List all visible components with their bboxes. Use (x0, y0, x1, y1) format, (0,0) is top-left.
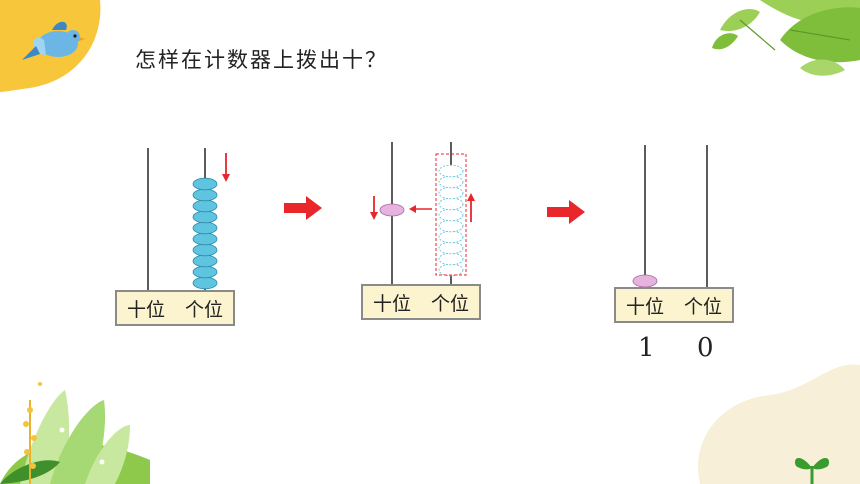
step-arrow (547, 200, 585, 224)
sprout-icon (794, 457, 830, 484)
plants-bottom-left (0, 382, 150, 484)
leaf-icon (712, 0, 860, 76)
ones-bead-moving (438, 164, 464, 178)
move-up-arrow (467, 193, 475, 222)
abacus-label-3: 十位 个位 (614, 287, 734, 323)
tens-digit: 1 (638, 333, 655, 363)
ones-bead-moving (438, 241, 464, 255)
ones-place-label: 个位 (430, 292, 469, 315)
ones-bead-moving (438, 252, 464, 266)
tens-place-label: 十位 (372, 292, 411, 315)
ones-bead (192, 177, 218, 191)
tens-place-label: 十位 (625, 295, 664, 318)
step-arrow (284, 196, 322, 220)
ones-bead-moving (438, 197, 464, 211)
tens-bead (632, 274, 658, 288)
ones-bead (192, 210, 218, 224)
ones-bead-moving (438, 186, 464, 200)
ones-bead (192, 243, 218, 257)
question-title: 怎样在计数器上拨出十？ (135, 48, 388, 72)
ones-digit: 0 (697, 333, 714, 363)
ones-bead-moving (438, 219, 464, 233)
tens-bead (379, 203, 405, 217)
bird-icon (22, 21, 85, 60)
ones-bead (192, 276, 218, 290)
ones-bead (192, 254, 218, 268)
ones-bead (192, 188, 218, 202)
move-left-arrow (409, 205, 432, 213)
ones-bead (192, 199, 218, 213)
abacus-label-2: 十位 个位 (361, 284, 481, 320)
ones-place-label: 个位 (184, 298, 223, 321)
ones-bead-moving (438, 208, 464, 222)
move-down-arrow (370, 196, 378, 220)
corner-blob-bottom-right (698, 364, 860, 484)
ones-bead (192, 221, 218, 235)
abacus-layer (147, 142, 708, 290)
ones-place-label: 个位 (683, 295, 722, 318)
ones-bead (192, 232, 218, 246)
abacus-label-1: 十位 个位 (115, 290, 235, 326)
ones-bead-moving (438, 263, 464, 277)
ones-bead-moving (438, 230, 464, 244)
move-down-arrow (222, 153, 230, 182)
ones-beads-selection (435, 153, 467, 276)
tens-place-label: 十位 (126, 298, 165, 321)
ones-bead-moving (438, 175, 464, 189)
ones-bead (192, 265, 218, 279)
corner-decoration-top-left (0, 0, 101, 92)
